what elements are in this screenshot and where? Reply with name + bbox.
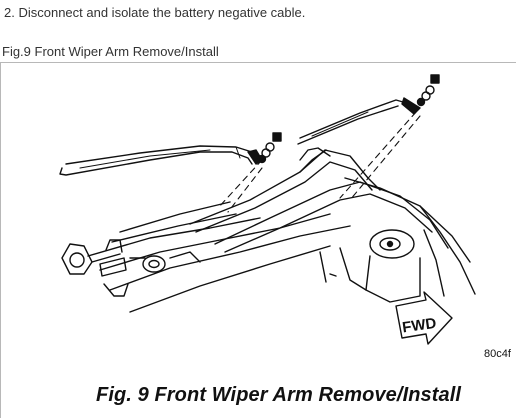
figure-heading: Fig.9 Front Wiper Arm Remove/Install [2,44,219,59]
right-arm-nut [416,74,440,107]
fwd-arrow: FWD [395,291,453,345]
wiper-linkage [61,239,201,297]
instruction-step: 2. Disconnect and isolate the battery ne… [4,5,306,20]
alignment-lines [217,111,421,213]
image-code: 80c4f [484,348,511,360]
strut-tower [319,229,445,303]
figure-caption: Fig. 9 Front Wiper Arm Remove/Install [96,384,462,406]
left-wiper-arm [59,145,263,176]
right-wiper-arm [297,97,421,145]
figure-frame [0,62,516,418]
fwd-label: FWD [401,315,437,337]
left-arm-nut [257,132,282,164]
cowl-panel [87,147,476,313]
